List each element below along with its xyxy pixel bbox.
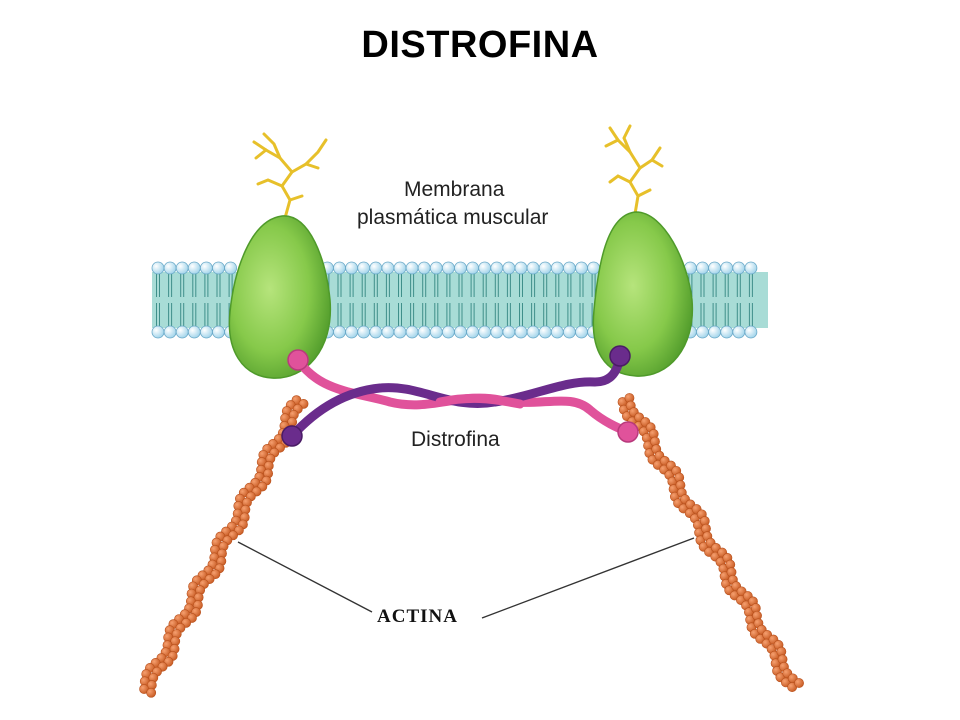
lipid-head: [563, 261, 576, 275]
lipid-head: [732, 261, 746, 275]
lipid-head: [478, 325, 492, 339]
dystrophin-end-pink-left: [287, 349, 309, 371]
lipid-head: [429, 261, 443, 275]
dystrophin-strand-purple: [287, 351, 625, 441]
lipid-head: [163, 325, 177, 339]
lipid-head: [514, 325, 528, 339]
lipid-head: [187, 325, 201, 339]
membrane-label-line2: plasmática muscular: [357, 206, 548, 229]
lipid-head: [175, 261, 189, 275]
lipid-head: [441, 261, 455, 275]
actin-bead: [146, 687, 157, 698]
lipid-heads-outer: [151, 261, 758, 275]
actin-bead: [794, 678, 804, 688]
lipid-head: [708, 261, 721, 275]
lipid-head: [575, 261, 588, 275]
actin-leader-line-right: [481, 537, 695, 619]
lipid-head: [381, 325, 395, 339]
lipid-head: [187, 261, 201, 275]
lipid-head: [563, 325, 576, 339]
lipid-head: [550, 261, 564, 275]
lipid-head: [502, 261, 516, 275]
lipid-head: [199, 325, 213, 339]
lipid-head: [587, 261, 600, 275]
lipid-head: [502, 325, 516, 339]
lipid-head: [575, 325, 588, 339]
dystrophin-end-pink-right: [617, 421, 639, 443]
lipid-head: [417, 325, 431, 339]
lipid-head: [466, 325, 480, 339]
glycan-left: [252, 132, 328, 220]
lipid-head: [744, 261, 758, 275]
dystrophin-label: Distrofina: [411, 428, 500, 451]
lipid-head: [405, 261, 419, 275]
lipid-head: [478, 261, 492, 275]
dystrophin-end-purple-right: [609, 345, 631, 367]
glycan-right: [604, 124, 664, 216]
lipid-head: [151, 261, 165, 275]
lipid-head: [538, 261, 552, 275]
actin-label: ACTINA: [377, 606, 458, 627]
lipid-head: [454, 325, 467, 339]
lipid-head: [345, 325, 359, 339]
lipid-head: [369, 325, 383, 339]
lipid-head: [550, 325, 564, 339]
membrane-label-line1: Membrana: [404, 178, 505, 201]
lipid-head: [441, 325, 455, 339]
lipid-head: [720, 261, 734, 275]
dystrophin-strand-pink-overlap: [435, 393, 525, 409]
actin-filament-right: [617, 393, 804, 692]
lipid-head: [708, 325, 721, 339]
lipid-head: [405, 325, 419, 339]
lipid-head: [732, 325, 746, 339]
lipid-head: [538, 325, 552, 339]
lipid-head: [163, 261, 177, 275]
lipid-head: [514, 261, 528, 275]
dystrophin-molecule: [281, 345, 639, 447]
lipid-head: [696, 325, 709, 339]
lipid-head: [212, 261, 225, 275]
lipid-head: [490, 261, 504, 275]
lipid-head: [151, 325, 165, 339]
lipid-head: [720, 325, 734, 339]
actin-filament-left: [139, 395, 309, 698]
lipid-head: [357, 261, 371, 275]
lipid-head: [369, 261, 383, 275]
lipid-head: [526, 325, 540, 339]
lipid-head: [744, 325, 758, 339]
lipid-head: [393, 261, 407, 275]
lipid-head: [381, 261, 395, 275]
lipid-head: [212, 325, 225, 339]
lipid-head: [466, 261, 480, 275]
dystrophin-end-purple-left: [281, 425, 303, 447]
transmembrane-protein-left: [228, 215, 332, 379]
lipid-head: [333, 261, 346, 275]
lipid-head: [357, 325, 371, 339]
actin-leader-line-left: [237, 541, 373, 613]
lipid-head: [175, 325, 189, 339]
lipid-head: [696, 261, 709, 275]
lipid-head: [345, 261, 359, 275]
lipid-head: [224, 261, 238, 275]
lipid-head: [429, 325, 443, 339]
transmembrane-protein-right: [592, 211, 694, 377]
lipid-head: [393, 325, 407, 339]
lipid-head: [490, 325, 504, 339]
lipid-head: [454, 261, 467, 275]
page-title: DISTROFINA: [361, 24, 599, 66]
lipid-head: [526, 261, 540, 275]
lipid-head: [417, 261, 431, 275]
lipid-head: [199, 261, 213, 275]
lipid-head: [333, 325, 346, 339]
